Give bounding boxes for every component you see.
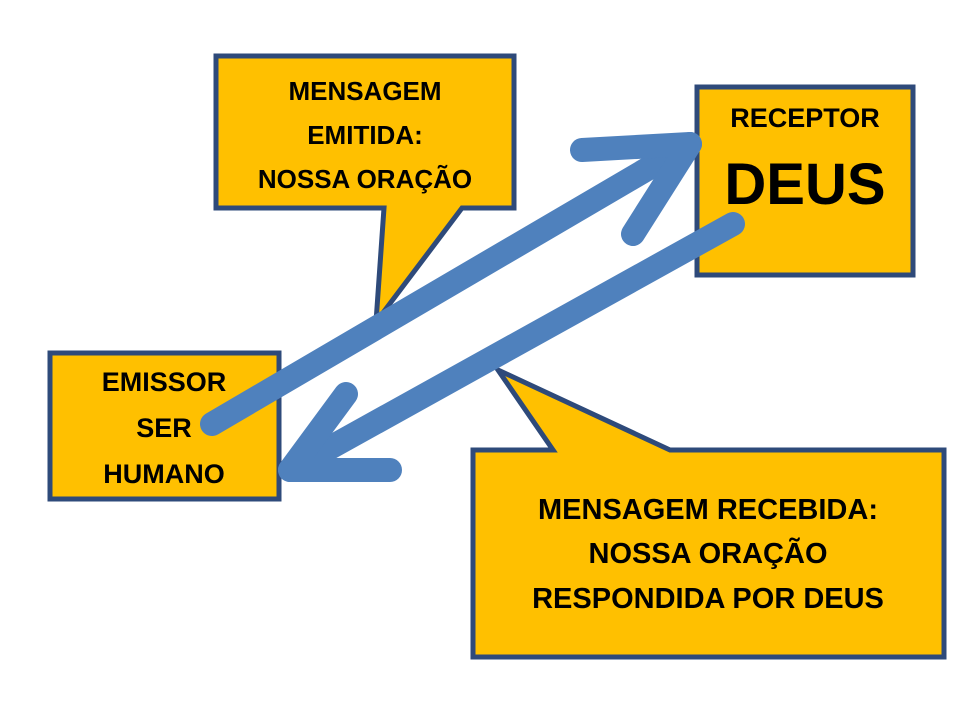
receiver-line1: RECEPTOR xyxy=(730,103,880,133)
message-received-line1: MENSAGEM RECEBIDA: xyxy=(538,494,878,526)
message-received-line3: RESPONDIDA POR DEUS xyxy=(532,583,884,615)
receiver-box xyxy=(694,84,916,278)
emitter-line1: EMISSOR xyxy=(102,367,227,397)
receiver-line2: DEUS xyxy=(724,152,885,217)
message-received-line2: NOSSA ORAÇÃO xyxy=(589,536,828,570)
message-sent-line2: EMITIDA: xyxy=(307,120,423,150)
arrow-down-left-icon xyxy=(278,212,745,482)
emitter-box xyxy=(47,350,282,502)
arrow-up-right-icon xyxy=(200,132,702,436)
emitter-line3: HUMANO xyxy=(103,459,225,489)
callout-message-sent xyxy=(213,53,517,331)
message-sent-line3: NOSSA ORAÇÃO xyxy=(258,164,472,194)
callout-message-received xyxy=(470,363,947,660)
emitter-line2: SER xyxy=(136,413,192,443)
message-sent-line1: MENSAGEM xyxy=(288,76,441,106)
